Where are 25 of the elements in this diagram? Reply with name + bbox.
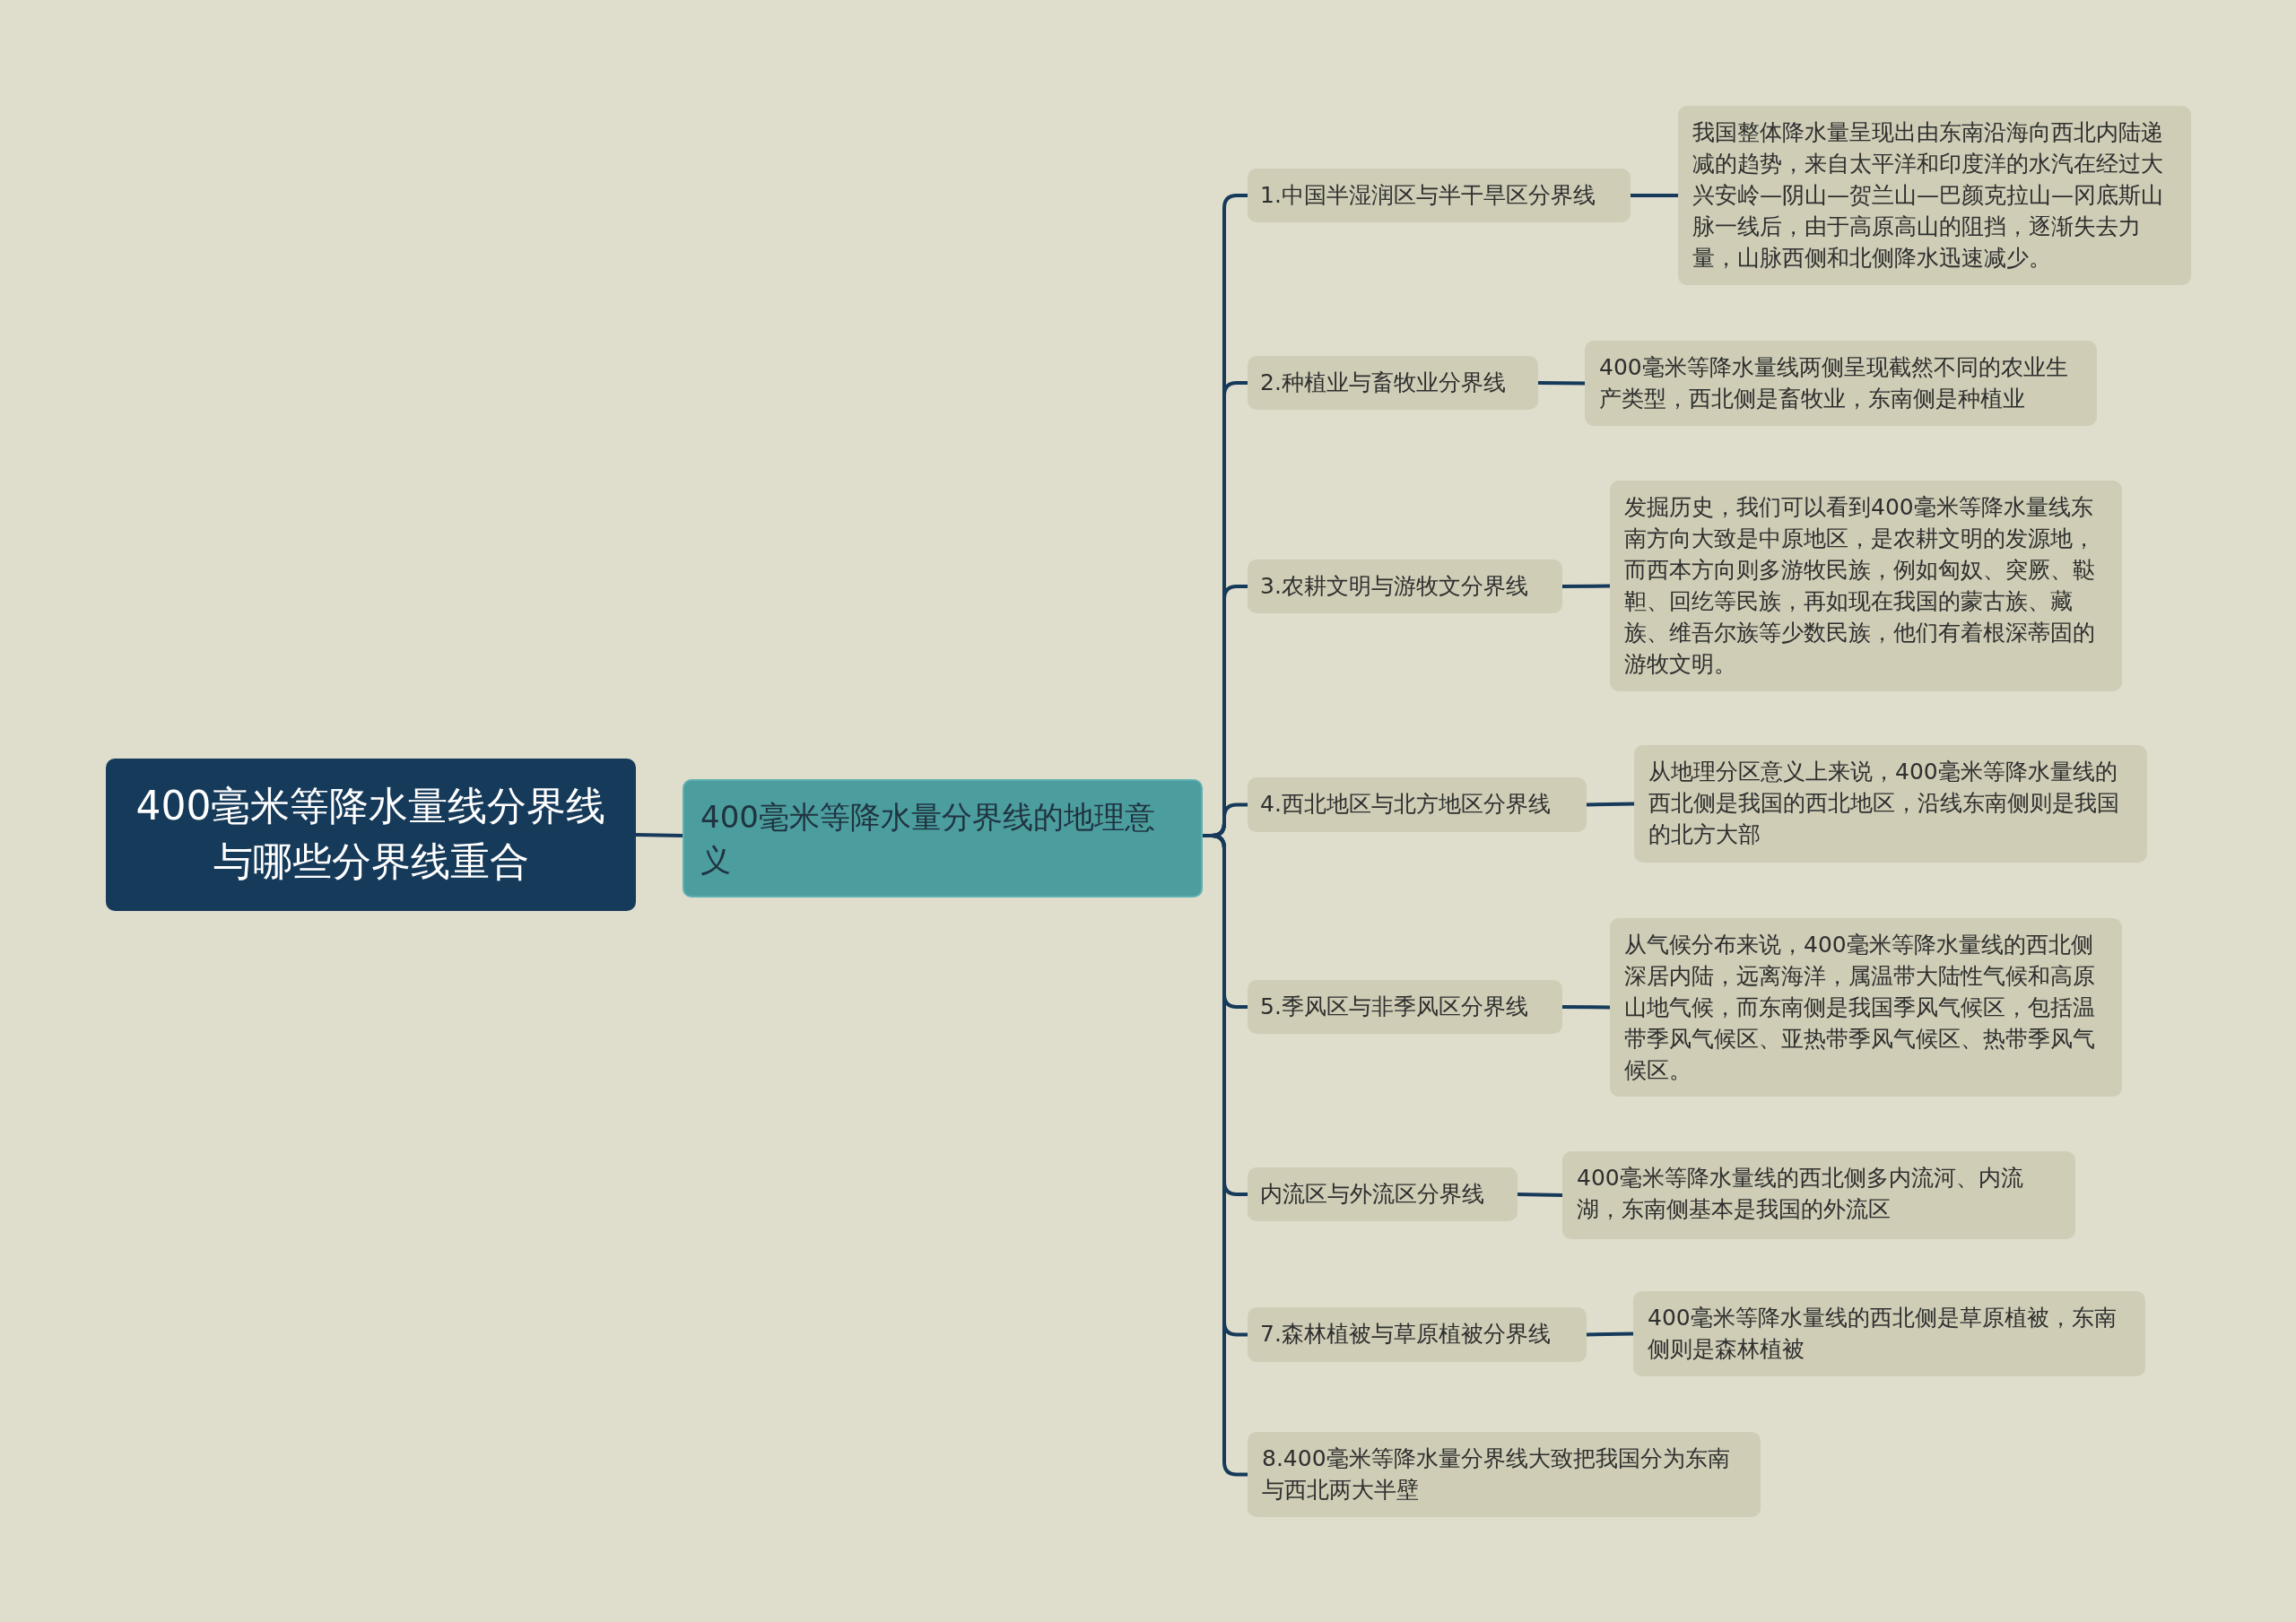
detail-box: 400毫米等降水量线的西北侧是草原植被，东南侧则是森林植被 xyxy=(1633,1291,2145,1376)
connector-line xyxy=(1537,381,1586,386)
main-topic-box: 400毫米等降水量分界线的地理意义 xyxy=(683,779,1203,898)
subtopic-box: 1.中国半湿润区与半干旱区分界线 xyxy=(1248,169,1631,222)
subtopic-box: 3.农耕文明与游牧文分界线 xyxy=(1248,559,1562,613)
detail-box: 8.400毫米等降水量分界线大致把我国分为东南与西北两大半壁 xyxy=(1248,1432,1761,1517)
connector-line xyxy=(1586,1331,1634,1337)
subtopic-box: 2.种植业与畜牧业分界线 xyxy=(1248,356,1538,410)
connector-line xyxy=(1561,584,1611,588)
connector-line xyxy=(1517,1193,1563,1197)
connector-line xyxy=(1586,802,1635,807)
subtopic-box: 4.西北地区与北方地区分界线 xyxy=(1248,777,1587,832)
root-topic-box: 400毫米等降水量线分界线与哪些分界线重合 xyxy=(106,759,636,911)
detail-box: 从气候分布来说，400毫米等降水量线的西北侧深居内陆，远离海洋，属温带大陆性气候和高原山地气候，而东南侧是我国季风气候区，包括温带季风气候区、亚热带季风气候区、热带季风气候区。 xyxy=(1610,918,2122,1097)
detail-box: 400毫米等降水量线两侧呈现截然不同的农业生产类型，西北侧是畜牧业，东南侧是种植业 xyxy=(1585,341,2097,426)
detail-box: 400毫米等降水量线的西北侧多内流河、内流湖，东南侧基本是我国的外流区 xyxy=(1562,1151,2075,1239)
connector-line xyxy=(635,833,683,837)
connector-line xyxy=(1631,194,1678,197)
detail-box: 发掘历史，我们可以看到400毫米等降水量线东南方向大致是中原地区，是农耕文明的发源地，而西本方向则多游牧民族，例如匈奴、突厥、鞑靼、回纥等民族，再如现在我国的蒙古族、藏族、维吾尔族等少数民族，他们有着根深蒂固的游牧文明。 xyxy=(1610,481,2122,691)
subtopic-box: 7.森林植被与草原植被分界线 xyxy=(1248,1307,1587,1362)
subtopic-box: 5.季风区与非季风区分界线 xyxy=(1248,980,1562,1034)
connector-line xyxy=(1561,1005,1611,1010)
detail-box: 从地理分区意义上来说，400毫米等降水量线的西北侧是我国的西北地区，沿线东南侧则是我国的北方大部 xyxy=(1634,745,2147,863)
detail-box: 我国整体降水量呈现出由东南沿海向西北内陆递减的趋势，来自太平洋和印度洋的水汽在经过大兴安岭—阴山—贺兰山—巴颜克拉山—冈底斯山脉一线后，由于高原高山的阻挡，逐渐失去力量，山脉西侧和北侧降水迅速减少。 xyxy=(1678,106,2191,285)
subtopic-box: 内流区与外流区分界线 xyxy=(1248,1167,1518,1221)
